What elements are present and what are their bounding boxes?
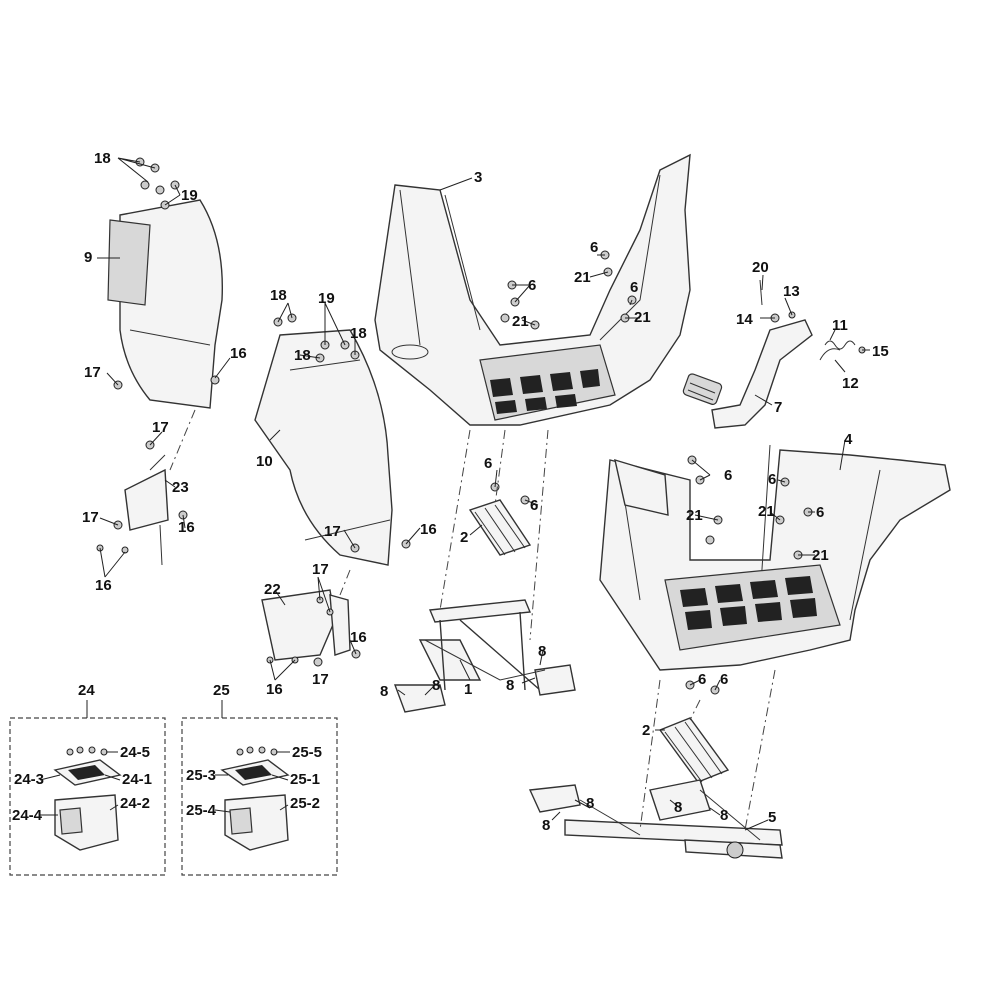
callout-17: 17: [324, 523, 341, 540]
callout-21: 21: [512, 313, 529, 330]
callout-24-5: 24-5: [120, 744, 150, 761]
detail-box-25: [181, 700, 338, 876]
callout-15: 15: [872, 343, 889, 360]
callout-8: 8: [538, 643, 546, 660]
callout-16: 16: [420, 521, 437, 538]
callout-20: 20: [752, 259, 769, 276]
part-2-rack-lower: [658, 717, 730, 783]
callout-18: 18: [294, 347, 311, 364]
detail-box-24: [9, 700, 166, 876]
callout-21: 21: [574, 269, 591, 286]
callout-4: 4: [844, 431, 853, 448]
callout-12: 12: [842, 375, 859, 392]
callout-25-4: 25-4: [186, 802, 217, 819]
callout-17: 17: [312, 671, 329, 688]
mid-fasteners: [266, 313, 411, 667]
callout-17: 17: [82, 509, 99, 526]
left-fasteners: [96, 157, 220, 554]
callout-17: 17: [152, 419, 169, 436]
callout-14: 14: [736, 311, 753, 328]
callout-18: 18: [270, 287, 287, 304]
callout-18: 18: [350, 325, 367, 342]
callout-8: 8: [586, 795, 594, 812]
callout-18: 18: [94, 150, 111, 167]
part-11-12-spring: [819, 340, 856, 361]
callout-6: 6: [484, 455, 492, 472]
callout-21: 21: [634, 309, 651, 326]
callout-7: 7: [774, 399, 782, 416]
callout-8: 8: [432, 677, 440, 694]
part-23-bracket: [124, 454, 169, 566]
callout-6: 6: [816, 504, 824, 521]
callout-21: 21: [812, 547, 829, 564]
callout-5: 5: [768, 809, 776, 826]
callout-16: 16: [95, 577, 112, 594]
callout-6: 6: [530, 497, 538, 514]
callout-24-2: 24-2: [120, 795, 150, 812]
callout-6: 6: [724, 467, 732, 484]
leader-lines: [39, 157, 870, 831]
callout-8: 8: [380, 683, 388, 700]
callout-16: 16: [178, 519, 195, 536]
callout-21: 21: [758, 503, 775, 520]
callout-22: 22: [264, 581, 281, 598]
callout-24-1: 24-1: [122, 771, 152, 788]
callout-8: 8: [506, 677, 514, 694]
callout-24: 24: [78, 682, 95, 699]
callout-25-2: 25-2: [290, 795, 320, 812]
part-22-bracket: [261, 589, 351, 661]
callout-24-4: 24-4: [12, 807, 43, 824]
callout-2: 2: [642, 722, 650, 739]
callout-labels: 18 19 9 17 16 17 23 17 16 16 18 19 18 18…: [12, 150, 889, 834]
callout-19: 19: [181, 187, 198, 204]
callout-8: 8: [674, 799, 682, 816]
part-1-frame: [393, 599, 576, 713]
callout-17: 17: [84, 364, 101, 381]
callout-8: 8: [720, 807, 728, 824]
part-2-rack-upper: [468, 482, 532, 556]
callout-6: 6: [528, 277, 536, 294]
part-7-footpeg-bracket: [682, 319, 813, 429]
callout-6: 6: [720, 671, 728, 688]
callout-6: 6: [698, 671, 706, 688]
callout-16: 16: [350, 629, 367, 646]
callout-1: 1: [464, 681, 472, 698]
callout-10: 10: [256, 453, 273, 470]
callout-25: 25: [213, 682, 230, 699]
part-3-floorboard-left: [374, 153, 691, 426]
callout-2: 2: [460, 529, 468, 546]
callout-16: 16: [230, 345, 247, 362]
callout-24-3: 24-3: [14, 771, 44, 788]
callout-6: 6: [590, 239, 598, 256]
callout-6: 6: [630, 279, 638, 296]
part-9-left-cover: [107, 199, 224, 409]
callout-13: 13: [783, 283, 800, 300]
callout-21: 21: [686, 507, 703, 524]
callout-8: 8: [542, 817, 550, 834]
callout-25-1: 25-1: [290, 771, 320, 788]
callout-23: 23: [172, 479, 189, 496]
part-4-floorboard-right: [599, 444, 951, 671]
callout-6: 6: [768, 471, 776, 488]
callout-25-5: 25-5: [292, 744, 322, 761]
callout-16: 16: [266, 681, 283, 698]
assembly-center-lines: [439, 429, 776, 831]
callout-3: 3: [474, 169, 482, 186]
callout-19: 19: [318, 290, 335, 307]
part-10-side-panel: [254, 329, 393, 566]
callout-25-3: 25-3: [186, 767, 216, 784]
callout-17: 17: [312, 561, 329, 578]
callout-11: 11: [832, 317, 848, 334]
part-5-frame: [528, 779, 783, 859]
callout-9: 9: [84, 249, 92, 266]
